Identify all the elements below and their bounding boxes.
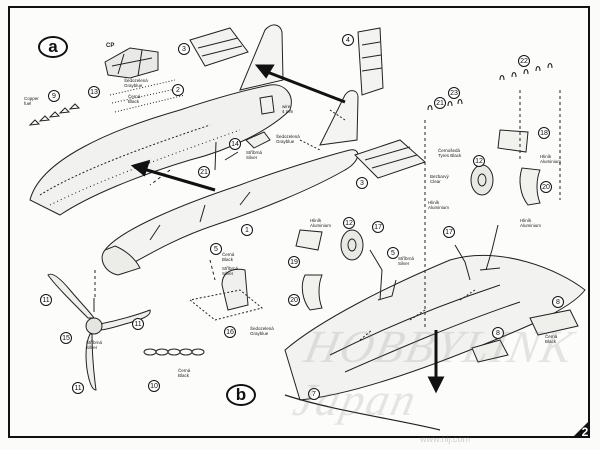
callout-15: 15: [60, 332, 72, 344]
gear-door-right: [497, 129, 529, 153]
callout-21-a: 21: [198, 166, 210, 178]
radiator-part-right: [529, 309, 579, 336]
gear-door-left: [295, 229, 323, 251]
callout-5: 5: [387, 247, 399, 259]
gear-cover-left: [301, 274, 323, 311]
paint-label-aluminium-a: Hliník Aluminium: [310, 218, 332, 228]
stabilizer-upper: [189, 27, 249, 67]
callout-2: 2: [172, 84, 184, 96]
antenna-pins: [427, 63, 553, 111]
callout-20-b: 20: [540, 181, 552, 193]
callout-19: 19: [288, 256, 300, 268]
paint-label-tyres-a: Černošedá Tyres Black: [438, 148, 462, 158]
canopy-part: [104, 47, 159, 79]
paint-label-silver-b: Stříbrná Silver: [222, 266, 239, 276]
callout-22: 22: [518, 55, 530, 67]
step-a-badge: a: [38, 36, 68, 58]
paint-label-black-d: Černá Black: [178, 368, 191, 378]
callout-14: 14: [229, 138, 241, 150]
tail-fin-left: [239, 24, 284, 91]
paint-label-black-c: Černá Black: [222, 252, 235, 262]
gear-cover-right: [519, 167, 541, 206]
callout-8-a: 8: [492, 327, 504, 339]
callout-18: 18: [538, 127, 550, 139]
paint-label-silver-c: Stříbrná Silver: [86, 340, 103, 350]
callout-20-a: 20: [288, 294, 300, 306]
propeller-assembly: [47, 273, 151, 391]
main-wheel-right: [470, 164, 494, 196]
callout-9: 7: [308, 388, 320, 400]
callout-8-b: 8: [552, 296, 564, 308]
callout-21-b: 21: [434, 97, 446, 109]
callout-13: 13: [88, 86, 100, 98]
callout-4: 5: [210, 243, 222, 255]
tail-fin-right: [319, 90, 359, 146]
paint-label-aluminium-d: Hliník Aluminium: [520, 218, 542, 228]
paint-label-wire: wire 4 mm: [282, 104, 294, 114]
pilot-seat: [221, 268, 249, 311]
gear-strut-right: [479, 224, 501, 271]
paint-label-silver-a: Stříbrná Silver: [246, 150, 263, 160]
paint-label-grayblue-a: Šedozelená Grayblue: [124, 78, 148, 88]
engine-cowling: [101, 245, 141, 276]
main-wheel-left: [340, 229, 364, 261]
callout-1: 1: [241, 224, 253, 236]
callout-10-b: 10: [148, 380, 160, 392]
gear-strut-left: [369, 249, 397, 301]
step-b-badge: b: [226, 384, 256, 406]
callout-11-b: 11: [132, 318, 144, 330]
exhaust-stubs-left: [28, 103, 81, 126]
callout-17-a: 17: [372, 221, 384, 233]
watermark-url: www.hlj.com: [420, 434, 471, 444]
paint-label-grayblue-b: Šedozelená Grayblue: [276, 134, 300, 144]
paint-label-clear: Bezbarvý Clear: [430, 174, 449, 184]
wing-upper-panel: [284, 394, 441, 431]
rudder-part: [357, 27, 384, 96]
cp-label: CP: [106, 43, 115, 49]
watermark: HOBBYLINK Japan: [288, 321, 580, 425]
paint-label-black-a: Černá Black: [128, 94, 141, 104]
paint-label-black-e: Černá Black: [545, 334, 558, 344]
callout-23: 23: [448, 87, 460, 99]
callout-7: 4: [342, 34, 354, 46]
callout-16: 16: [224, 326, 236, 338]
callout-12-a: 12: [343, 217, 355, 229]
callout-12-b: 12: [473, 155, 485, 167]
page-number-text: 2: [581, 425, 589, 439]
paint-label-copper: Copper fuel: [24, 96, 39, 106]
paint-label-grayblue-c: Šedozelená Grayblue: [250, 326, 274, 336]
control-stick: [245, 131, 271, 149]
rudder-pedals: [259, 95, 275, 115]
callout-3-a: 3: [178, 43, 190, 55]
lower-wing: [284, 254, 586, 401]
callout-17-b: 17: [443, 226, 455, 238]
stabilizer-lower: [354, 139, 426, 179]
callout-3-b: 3: [356, 177, 368, 189]
callout-11-a: 11: [40, 294, 52, 306]
paint-label-aluminium-b: Hliník Aluminium: [428, 200, 450, 210]
callout-10-a: 9: [48, 90, 60, 102]
paint-label-silver-d: Stříbrná Silver: [398, 256, 415, 266]
exhaust-stubs-bottom: [143, 348, 205, 356]
callout-11-c: 11: [72, 382, 84, 394]
radiator-part-left: [471, 339, 509, 363]
paint-label-aluminium-c: Hliník Aluminium: [540, 154, 562, 164]
